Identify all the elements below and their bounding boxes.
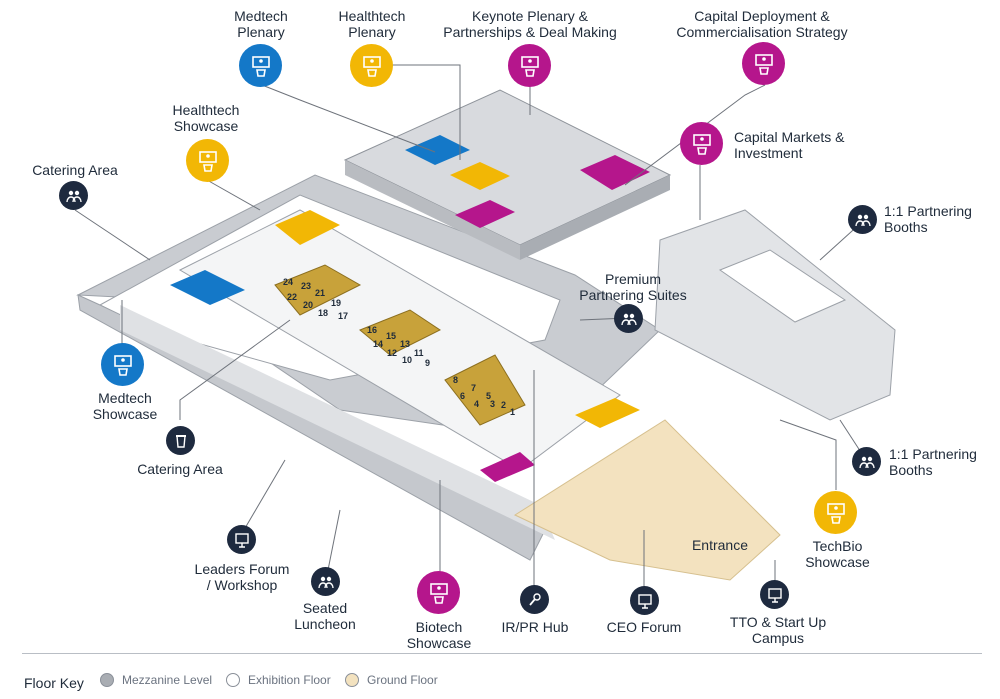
booth-number: 2 <box>501 400 507 410</box>
booth-number: 3 <box>490 399 496 409</box>
floor-key-item-mezzanine: Mezzanine Level <box>100 673 212 687</box>
seated-luncheon-label: Seated Luncheon <box>294 600 356 632</box>
podium-icon <box>198 150 217 172</box>
medtech-plenary-pin[interactable] <box>239 44 282 87</box>
people-icon <box>65 190 82 202</box>
biotech-showcase-label: Biotech Showcase <box>406 619 472 651</box>
ceo-forum-pin[interactable] <box>630 586 659 615</box>
booth-number: 14 <box>373 339 384 349</box>
booth-number: 24 <box>283 277 294 287</box>
booth-number: 18 <box>318 308 329 318</box>
podium-icon <box>754 53 773 75</box>
booth-number: 17 <box>338 311 349 321</box>
partnering-booths-bottom-label: 1:1 Partnering Booths <box>889 446 977 478</box>
booth-number: 9 <box>425 358 431 368</box>
premium-suites-pin[interactable] <box>614 304 643 333</box>
medtech-plenary-label: Medtech Plenary <box>234 8 288 40</box>
capital-deployment-pin[interactable] <box>742 42 785 85</box>
capital-markets-pin[interactable] <box>680 122 723 165</box>
booth-number: 8 <box>453 375 459 385</box>
podium-icon <box>113 354 132 376</box>
podium-icon <box>520 55 539 77</box>
booth-number: 20 <box>303 300 314 310</box>
healthtech-showcase-label: Healthtech Showcase <box>172 102 240 134</box>
healthtech-plenary-label: Healthtech Plenary <box>338 8 406 40</box>
podium-icon <box>362 55 381 77</box>
capital-deployment-label: Capital Deployment & Commercialisation S… <box>676 8 848 40</box>
floor-key-label: Mezzanine Level <box>122 673 213 687</box>
booth-number: 6 <box>460 391 466 401</box>
techbio-showcase-label: TechBio Showcase <box>805 538 870 570</box>
mezzanine-swatch <box>100 673 114 687</box>
capital-markets-label: Capital Markets & Investment <box>734 129 845 161</box>
podium-icon <box>251 55 270 77</box>
presentation-board-icon <box>767 587 782 603</box>
floor-key: Floor Key Mezzanine Level Exhibition Flo… <box>0 653 1000 699</box>
people-icon <box>317 576 334 588</box>
healthtech-plenary-pin[interactable] <box>350 44 393 87</box>
booth-number: 15 <box>386 331 397 341</box>
ir-pr-hub-label: IR/PR Hub <box>501 619 569 635</box>
partnering-booths-top-label: 1:1 Partnering Booths <box>884 203 972 235</box>
booth-number: 22 <box>287 292 298 302</box>
booth-number: 23 <box>301 281 312 291</box>
conference-rooms <box>343 89 672 260</box>
podium-icon <box>429 582 448 604</box>
partnering-booths-area <box>654 209 896 421</box>
ir-pr-hub-pin[interactable] <box>520 585 549 614</box>
floor-key-item-ground: Ground Floor <box>345 673 438 687</box>
coffee-cup-icon <box>175 434 186 448</box>
floor-key-title: Floor Key <box>24 675 84 691</box>
entrance-label: Entrance <box>691 537 749 553</box>
booth-number: 7 <box>471 383 477 393</box>
tto-campus-pin[interactable] <box>760 580 789 609</box>
booth-number: 10 <box>402 355 413 365</box>
booth-number: 13 <box>400 339 411 349</box>
floor-key-divider <box>22 653 982 654</box>
ground-floor <box>513 419 781 581</box>
leaders-forum-pin[interactable] <box>227 525 256 554</box>
exhibition-floor <box>170 209 640 482</box>
people-icon <box>858 456 875 468</box>
presentation-board-icon <box>637 593 652 609</box>
catering-area-top-pin[interactable] <box>59 181 88 210</box>
medtech-showcase-label: Medtech Showcase <box>92 390 158 422</box>
techbio-showcase-pin[interactable] <box>814 491 857 534</box>
podium-icon <box>692 133 711 155</box>
booth-number: 12 <box>387 348 398 358</box>
catering-area-bottom-pin[interactable] <box>166 426 195 455</box>
people-icon <box>620 313 637 325</box>
microphone-icon <box>528 592 541 606</box>
booth-number: 5 <box>486 391 492 401</box>
medtech-showcase-pin[interactable] <box>101 343 144 386</box>
booth-number: 16 <box>367 325 378 335</box>
floor-key-label: Ground Floor <box>367 673 438 687</box>
healthtech-showcase-pin[interactable] <box>186 139 229 182</box>
booth-number: 11 <box>414 348 424 358</box>
catering-area-bottom-label: Catering Area <box>137 461 223 477</box>
partnering-booths-bottom-pin[interactable] <box>852 447 881 476</box>
booth-number: 21 <box>315 288 326 298</box>
keynote-plenary-label: Keynote Plenary & Partnerships & Deal Ma… <box>443 8 617 40</box>
seated-luncheon-pin[interactable] <box>311 567 340 596</box>
floor-key-item-exhibition: Exhibition Floor <box>226 673 331 687</box>
premium-suites-label: Premium Partnering Suites <box>579 271 687 303</box>
floor-key-label: Exhibition Floor <box>248 673 331 687</box>
people-icon <box>854 214 871 226</box>
ground-swatch <box>345 673 359 687</box>
leaders-forum-label: Leaders Forum / Workshop <box>194 561 290 593</box>
booth-number: 19 <box>331 298 342 308</box>
exhibition-swatch <box>226 673 240 687</box>
tto-campus-label: TTO & Start Up Campus <box>729 614 827 646</box>
ceo-forum-label: CEO Forum <box>606 619 682 635</box>
biotech-showcase-pin[interactable] <box>417 571 460 614</box>
booth-number: 4 <box>474 399 480 409</box>
presentation-board-icon <box>234 532 249 548</box>
partnering-booths-top-pin[interactable] <box>848 205 877 234</box>
podium-icon <box>826 502 845 524</box>
keynote-plenary-pin[interactable] <box>508 44 551 87</box>
catering-area-top-label: Catering Area <box>32 162 118 178</box>
booth-number: 1 <box>510 407 516 417</box>
